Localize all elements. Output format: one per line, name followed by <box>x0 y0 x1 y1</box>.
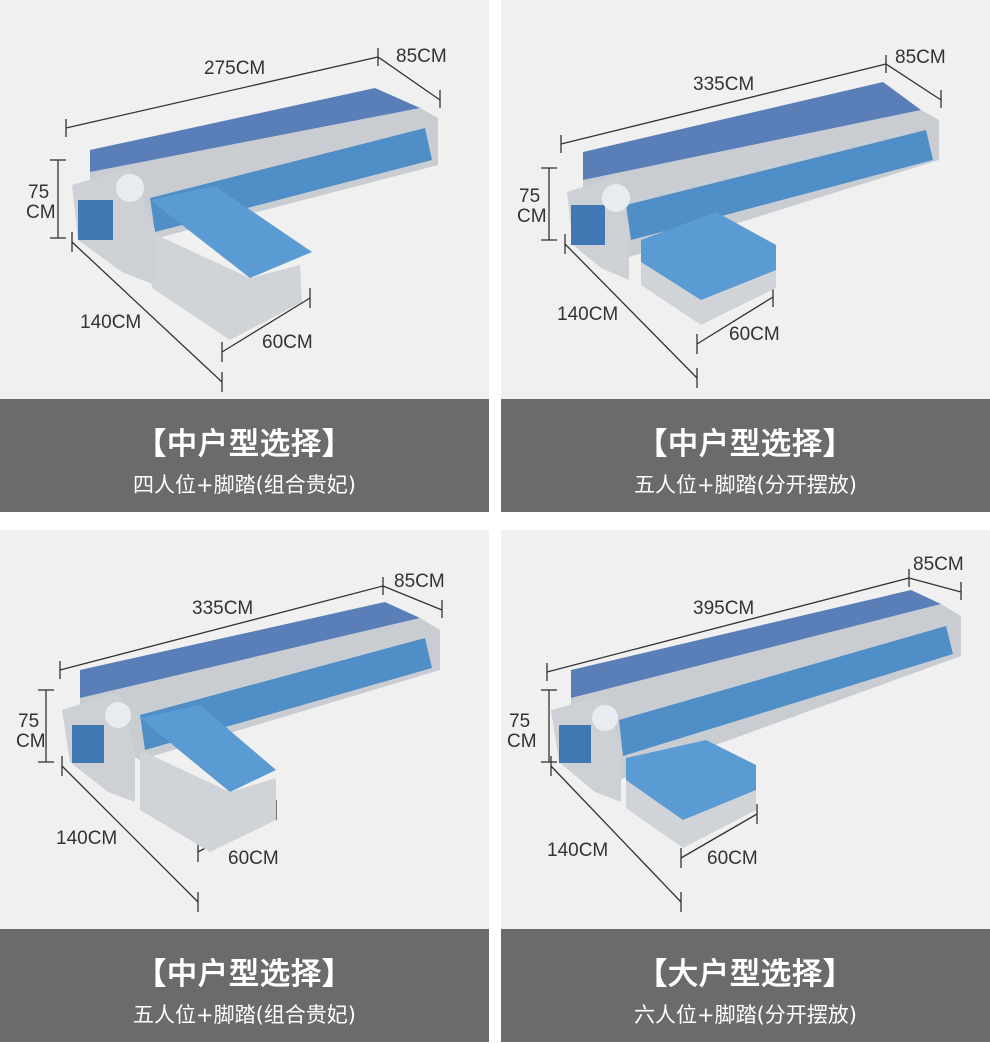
sofa-shape <box>567 82 939 325</box>
dim-height-label: 75 <box>509 711 530 732</box>
dimension-lines <box>541 569 962 912</box>
sofa-shape <box>62 602 440 852</box>
panel-subtitle: 五人位+脚踏(分开摆放) <box>634 473 857 497</box>
dim-depth-label: 85CM <box>394 571 445 592</box>
panel-title: 【中户型选择】 <box>136 957 353 992</box>
dim-chaise-length-label: 140CM <box>56 828 117 849</box>
dim-height-unit-label: CM <box>517 206 547 227</box>
dim-chaise-width-label: 60CM <box>707 848 758 869</box>
panel-subtitle: 五人位+脚踏(组合贵妃) <box>133 1003 356 1027</box>
sofa-photo: 395CM 85CM 75 CM 140CM 60CM <box>501 530 990 929</box>
panel-title: 【中户型选择】 <box>637 427 854 462</box>
panel-subtitle: 四人位+脚踏(组合贵妃) <box>133 473 356 497</box>
caption-bar: 【中户型选择】 四人位+脚踏(组合贵妃) <box>0 399 489 512</box>
dim-chaise-length-label: 140CM <box>557 304 618 325</box>
sofa-shape <box>551 590 961 848</box>
dim-chaise-length-label: 140CM <box>80 312 141 333</box>
dim-chaise-width-label: 60CM <box>262 332 313 353</box>
sofa-illustration: 395CM 85CM 75 CM 140CM 60CM <box>507 554 964 912</box>
dim-length-label: 335CM <box>192 598 253 619</box>
dimension-lines <box>50 48 441 392</box>
panel-subtitle: 六人位+脚踏(分开摆放) <box>634 1003 857 1027</box>
dim-height-label: 75 <box>18 711 39 732</box>
dim-height-unit-label: CM <box>507 731 537 752</box>
dimension-lines <box>38 577 443 912</box>
dim-length-label: 395CM <box>693 598 754 619</box>
dim-chaise-width-label: 60CM <box>228 848 279 869</box>
product-panel-5-seat-combined: 335CM 85CM 75 CM 140CM 60CM 【中户型选择】 五人位+… <box>0 530 489 1042</box>
dim-depth-label: 85CM <box>396 46 447 67</box>
dim-chaise-length-label: 140CM <box>547 840 608 861</box>
product-panel-5-seat-separate: 335CM 85CM 75 CM 140CM 60CM 【中户型选择】 五人位+… <box>501 0 990 512</box>
sofa-photo: 335CM 85CM 75 CM 140CM 60CM <box>501 0 990 399</box>
dim-chaise-width-label: 60CM <box>729 324 780 345</box>
caption-bar: 【中户型选择】 五人位+脚踏(组合贵妃) <box>0 929 489 1042</box>
dim-length-label: 335CM <box>693 74 754 95</box>
caption-bar: 【中户型选择】 五人位+脚踏(分开摆放) <box>501 399 990 512</box>
sofa-illustration: 275CM 85CM 75 CM 140CM 60CM <box>26 46 447 392</box>
sofa-shape <box>72 88 438 340</box>
panel-title: 【中户型选择】 <box>136 427 353 462</box>
dim-height-unit-label: CM <box>16 731 46 752</box>
panel-title: 【大户型选择】 <box>637 957 854 992</box>
dim-height-unit-label: CM <box>26 202 56 223</box>
dim-length-label: 275CM <box>204 58 265 79</box>
dim-depth-label: 85CM <box>913 554 964 575</box>
sofa-illustration: 335CM 85CM 75 CM 140CM 60CM <box>16 571 445 912</box>
dim-height-label: 75 <box>28 182 49 203</box>
dim-depth-label: 85CM <box>895 47 946 68</box>
sofa-illustration: 335CM 85CM 75 CM 140CM 60CM <box>517 47 946 388</box>
caption-bar: 【大户型选择】 六人位+脚踏(分开摆放) <box>501 929 990 1042</box>
sofa-photo: 275CM 85CM 75 CM 140CM 60CM <box>0 0 489 399</box>
product-panel-4-seat-combined: 275CM 85CM 75 CM 140CM 60CM 【中户型选择】 四人位+… <box>0 0 489 512</box>
product-panel-6-seat-separate: 395CM 85CM 75 CM 140CM 60CM 【大户型选择】 六人位+… <box>501 530 990 1042</box>
dim-height-label: 75 <box>519 186 540 207</box>
sofa-photo: 335CM 85CM 75 CM 140CM 60CM <box>0 530 489 929</box>
dimension-lines <box>541 55 942 388</box>
